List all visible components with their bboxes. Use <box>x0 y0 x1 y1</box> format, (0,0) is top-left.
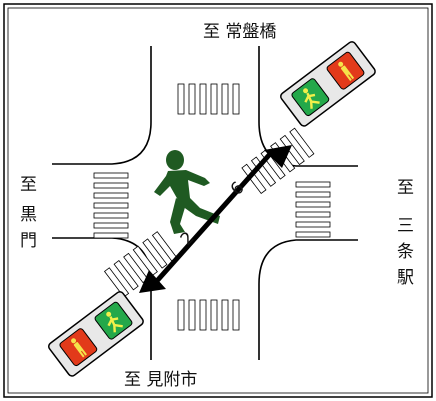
label-east-line: 三 <box>397 216 414 236</box>
standing-person-icon <box>71 338 87 358</box>
label-north: 至 常盤橋 <box>203 22 276 42</box>
label-east-line: 至 <box>397 178 414 198</box>
standing-person-icon <box>338 61 355 81</box>
label-south: 至 見附市 <box>124 370 197 390</box>
direction-arrow <box>139 145 292 293</box>
walking-person-icon <box>303 88 320 109</box>
label-west-line: 門 <box>20 231 37 251</box>
label-east: 至 三 条 駅 <box>397 178 414 288</box>
outer-frame <box>3 3 433 398</box>
crosswalk-north <box>177 83 240 115</box>
label-west-line: 黒 <box>20 205 37 225</box>
inner-frame <box>7 7 429 394</box>
arrow-head-upper <box>264 145 292 168</box>
crosswalk-east <box>295 181 331 238</box>
marker-2: 2 <box>177 228 199 250</box>
walk-signal <box>280 41 376 127</box>
crosswalk-south <box>177 299 240 331</box>
crosswalk-diagonal <box>103 127 315 298</box>
arrow-head-lower <box>139 270 166 293</box>
crosswalk-west <box>93 172 129 239</box>
label-west-line: 至 <box>20 175 37 195</box>
label-west: 至 黒 門 <box>20 175 37 251</box>
label-east-line: 駅 <box>397 268 414 288</box>
pedestrian-figure <box>154 150 220 234</box>
stop-signal <box>48 291 144 377</box>
walking-person-icon <box>106 311 123 333</box>
label-east-line: 条 <box>397 242 414 262</box>
